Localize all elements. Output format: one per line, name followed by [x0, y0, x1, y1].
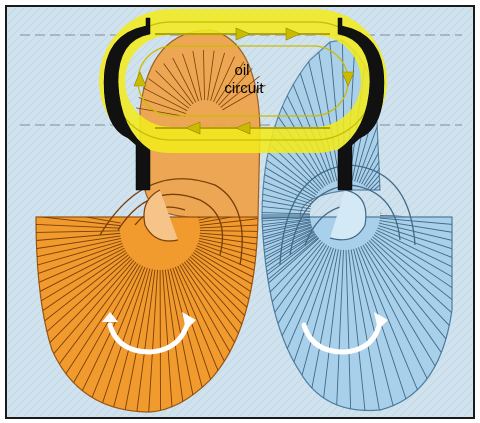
circuit-label: circuit: [224, 80, 264, 97]
oil-label: oil: [234, 62, 249, 79]
